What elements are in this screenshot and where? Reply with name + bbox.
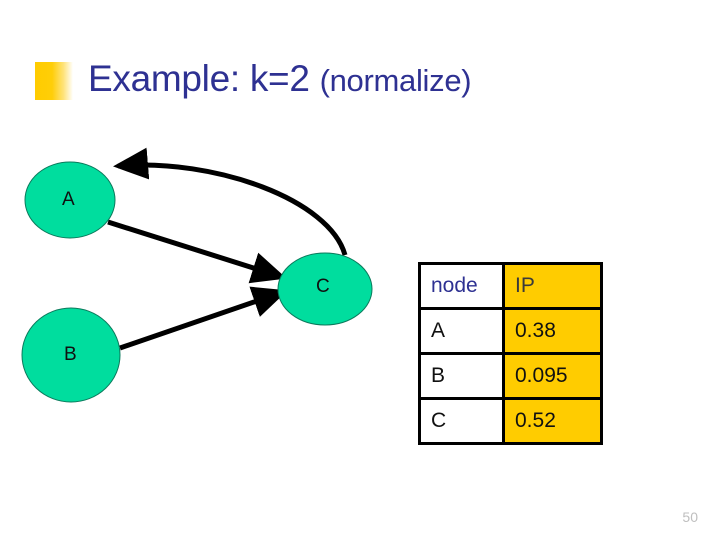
table-cell-ip-c: 0.52 <box>502 397 603 445</box>
table-header-node: node <box>418 262 505 310</box>
table-cell-ip-a: 0.38 <box>502 307 603 355</box>
edge-b-to-c <box>119 286 288 351</box>
graph-node-b-label: B <box>64 344 77 365</box>
graph-node-c[interactable] <box>277 252 373 326</box>
edge-a-to-c <box>107 219 287 284</box>
table-cell-node-c: C <box>418 397 505 445</box>
table-row: C 0.52 <box>418 397 603 445</box>
table-cell-node-a: A <box>418 307 505 355</box>
page-number: 50 <box>682 509 698 525</box>
graph-node-b[interactable] <box>21 307 121 403</box>
graph-node-a-label: A <box>62 189 75 210</box>
table-header-row: node IP <box>418 262 603 310</box>
table-header-ip: IP <box>502 262 603 310</box>
graph-node-a[interactable] <box>24 161 116 239</box>
table-row: B 0.095 <box>418 352 603 400</box>
ip-table: node IP A 0.38 B 0.095 C 0.52 <box>418 262 603 445</box>
table-cell-ip-b: 0.095 <box>502 352 603 400</box>
title-bullet-square <box>35 62 73 100</box>
page-title-suffix: (normalize) <box>319 63 472 98</box>
table-row: A 0.38 <box>418 307 603 355</box>
edge-c-to-a <box>113 147 348 256</box>
table-cell-node-b: B <box>418 352 505 400</box>
graph-node-c-label: C <box>316 276 330 297</box>
page-title-main: Example: k=2 <box>88 58 320 99</box>
page-title: Example: k=2 (normalize) <box>88 54 472 106</box>
